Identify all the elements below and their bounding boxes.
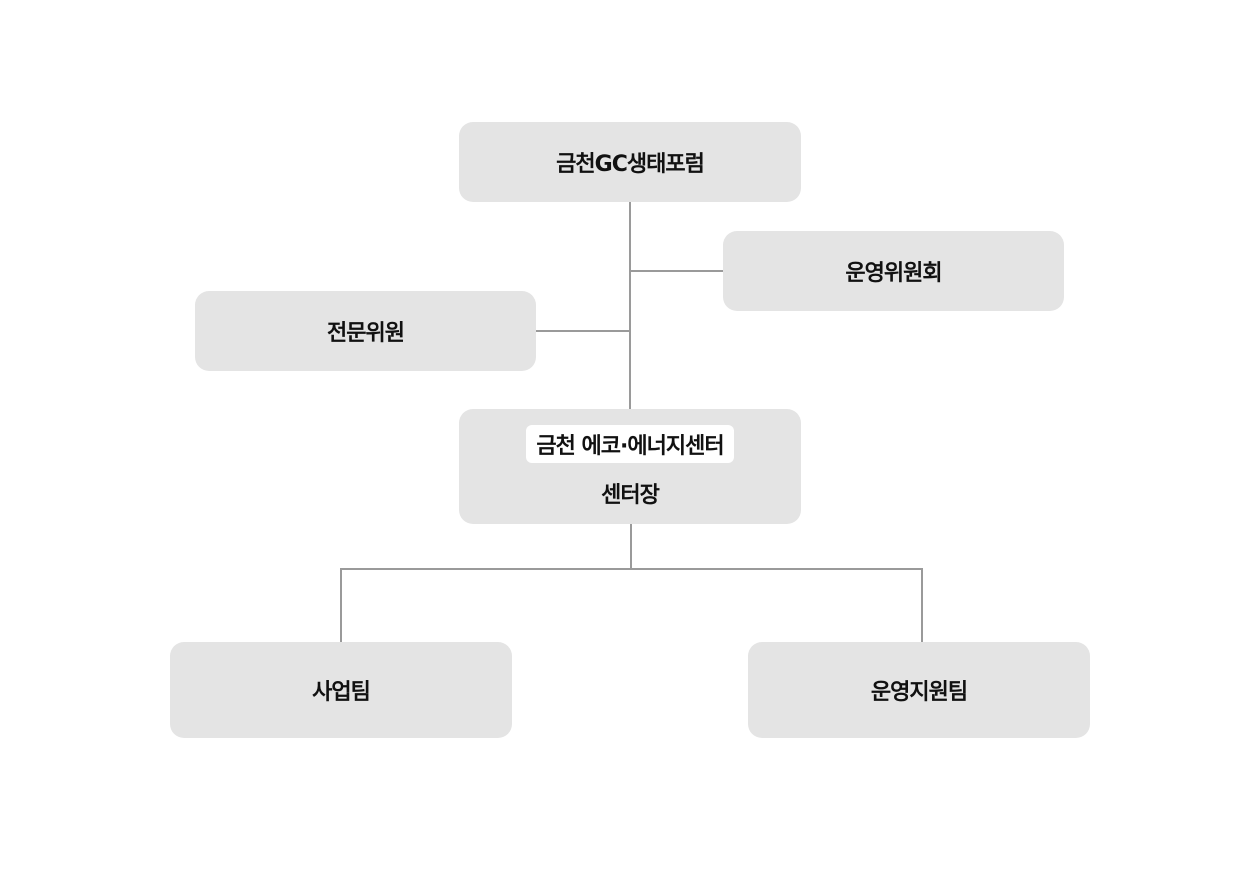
- node-label: 사업팀: [312, 680, 371, 705]
- connector: [921, 568, 923, 642]
- node-support-team: 운영지원팀: [748, 642, 1090, 738]
- connector: [630, 524, 632, 570]
- node-label: 운영위원회: [845, 261, 942, 286]
- node-business-team: 사업팀: [170, 642, 512, 738]
- node-committee: 운영위원회: [723, 231, 1064, 311]
- center-role: 센터장: [601, 482, 660, 508]
- node-label: 운영지원팀: [870, 680, 968, 705]
- connector: [630, 270, 723, 272]
- connector: [629, 202, 631, 409]
- node-experts: 전문위원: [195, 291, 536, 371]
- node-label: 금천GC생태포럼: [556, 152, 705, 177]
- node-forum: 금천GC생태포럼: [459, 122, 801, 202]
- node-label: 전문위원: [327, 321, 405, 346]
- connector: [340, 568, 342, 642]
- node-center: 금천 에코·에너지센터 센터장: [459, 409, 801, 524]
- center-name: 금천 에코·에너지센터: [526, 424, 734, 463]
- connector: [536, 330, 630, 332]
- connector: [340, 568, 923, 570]
